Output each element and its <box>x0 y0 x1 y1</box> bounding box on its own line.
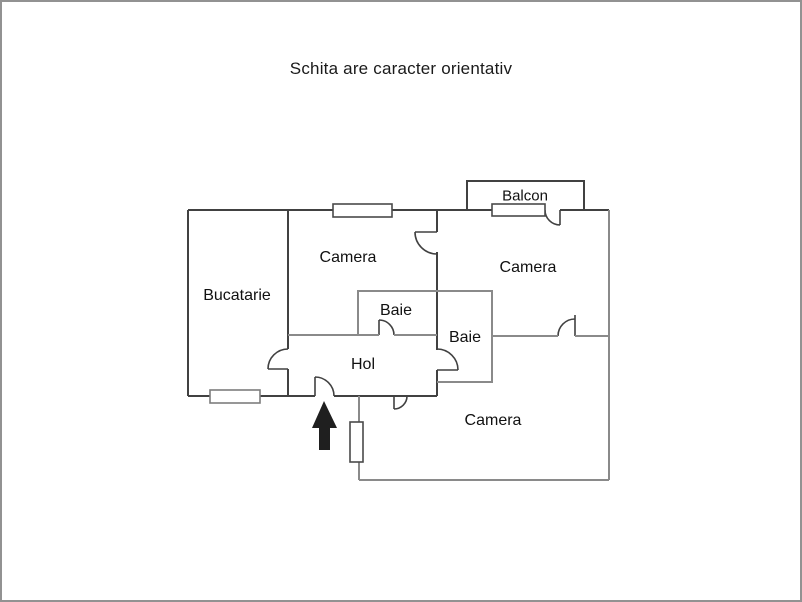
room-label-bucatarie: Bucatarie <box>203 287 271 304</box>
window-bucatarie <box>209 389 261 404</box>
window-balcony <box>491 203 546 217</box>
balcony-outline <box>466 180 585 210</box>
room-label-baie-lower: Baie <box>448 329 482 346</box>
window-camera-bottom <box>349 421 364 463</box>
page-title: Schita are caracter orientativ <box>289 59 513 78</box>
room-label-camera-top-right: Camera <box>499 259 557 276</box>
baie-block-outline <box>357 290 493 383</box>
windows <box>209 203 546 463</box>
room-label-baie-upper: Baie <box>379 302 413 319</box>
room-label-camera-bottom: Camera <box>464 412 522 429</box>
door-camera-top <box>414 231 438 255</box>
door-bucatarie-opening <box>267 348 289 370</box>
door-hol-camera-bottom <box>393 395 408 410</box>
door-entry <box>314 376 335 397</box>
entrance-arrow-icon <box>312 401 337 450</box>
room-label-balcon: Balcon <box>502 187 548 205</box>
walls-gray <box>288 210 610 481</box>
door-hol-baie-lower <box>436 348 459 371</box>
door-balcony <box>544 209 561 226</box>
room-label-hol: Hol <box>350 356 376 373</box>
door-hol-baie-upper <box>378 319 395 336</box>
door-camera-right <box>557 315 576 337</box>
room-label-camera-top-left: Camera <box>319 249 377 266</box>
door-swings <box>267 209 576 410</box>
window-camera-top-left <box>332 203 393 218</box>
